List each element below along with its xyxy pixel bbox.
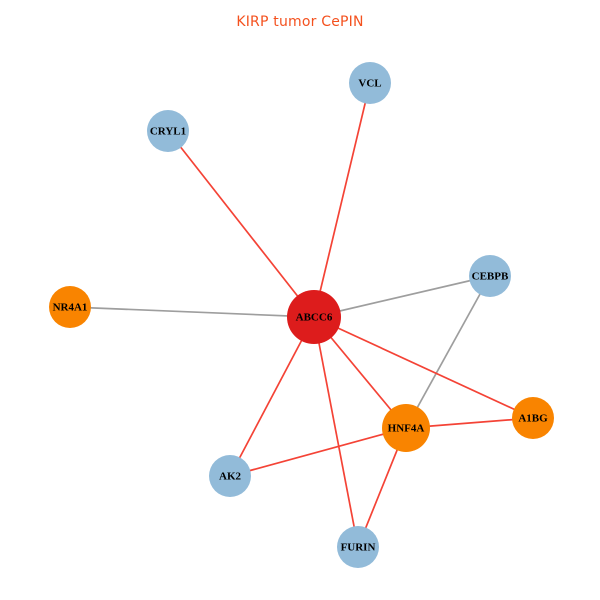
graph-node-label: A1BG xyxy=(518,413,548,425)
graph-edge[interactable] xyxy=(167,130,315,318)
chart-title: KIRP tumor CePIN xyxy=(236,14,364,30)
graph-node[interactable]: VCL xyxy=(349,62,391,104)
graph-node-circle[interactable] xyxy=(469,255,511,297)
graph-node-circle[interactable] xyxy=(49,286,91,328)
graph-edge[interactable] xyxy=(69,306,315,318)
graph-node-label: ABCC6 xyxy=(296,312,333,324)
graph-edge[interactable] xyxy=(229,427,407,477)
graph-node-label: FURIN xyxy=(341,542,376,554)
graph-edge[interactable] xyxy=(313,275,491,318)
graph-node-circle[interactable] xyxy=(382,404,430,452)
graph-node-label: NR4A1 xyxy=(53,302,88,314)
graph-node-label: CEBPB xyxy=(472,271,509,283)
graph-node[interactable]: CRYL1 xyxy=(147,110,189,152)
graph-edge[interactable] xyxy=(313,82,371,318)
graph-node[interactable]: FURIN xyxy=(337,526,379,568)
graph-node-circle[interactable] xyxy=(287,290,341,344)
graph-node-circle[interactable] xyxy=(209,455,251,497)
graph-edge[interactable] xyxy=(313,316,359,548)
graph-node-label: AK2 xyxy=(219,471,242,483)
graph-edge[interactable] xyxy=(229,316,315,477)
graph-node[interactable]: A1BG xyxy=(512,397,554,439)
graph-edge[interactable] xyxy=(405,275,491,429)
graph-node-label: HNF4A xyxy=(388,423,425,435)
graph-edge[interactable] xyxy=(313,316,534,419)
graph-node[interactable]: NR4A1 xyxy=(49,286,91,328)
graph-node-circle[interactable] xyxy=(512,397,554,439)
graph-node[interactable]: AK2 xyxy=(209,455,251,497)
graph-node-circle[interactable] xyxy=(349,62,391,104)
graph-node-circle[interactable] xyxy=(337,526,379,568)
graph-node-label: VCL xyxy=(358,78,381,90)
graph-node[interactable]: ABCC6 xyxy=(287,290,341,344)
graph-node-circle[interactable] xyxy=(147,110,189,152)
graph-node[interactable]: HNF4A xyxy=(382,404,430,452)
graph-node-label: CRYL1 xyxy=(150,126,186,138)
graph-node[interactable]: CEBPB xyxy=(469,255,511,297)
